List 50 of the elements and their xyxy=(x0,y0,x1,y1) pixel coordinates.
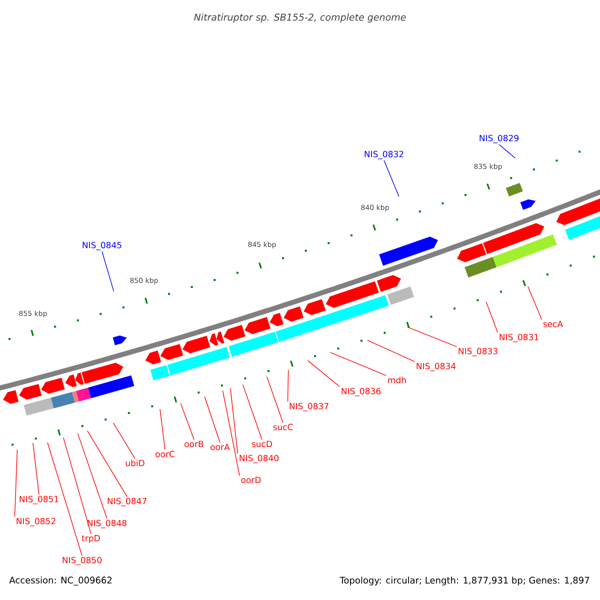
leader-line xyxy=(47,442,82,556)
gene-label: oorB xyxy=(184,440,204,448)
gene-label: NIS_0845 xyxy=(82,242,122,250)
leader-line xyxy=(330,352,387,376)
gene-label: trpD xyxy=(82,535,100,543)
leader-line xyxy=(266,376,284,423)
leader-line xyxy=(63,437,92,534)
gene-label: NIS_0850 xyxy=(62,556,102,566)
gene-label: NIS_0837 xyxy=(290,402,328,412)
gene-label: NIS_0851 xyxy=(20,496,58,504)
leader-line xyxy=(102,251,114,292)
leader-line xyxy=(498,144,516,158)
leader-line xyxy=(32,442,40,495)
gene-label: oorD xyxy=(241,476,261,484)
gene-label: NIS_0840 xyxy=(240,454,278,464)
gene-label: NIS_0829 xyxy=(480,134,518,144)
title: Nitratiruptor sp. SB155-2, complete genome xyxy=(194,13,406,23)
gene-label: sucC xyxy=(273,424,293,430)
leader-line xyxy=(180,403,194,440)
gene-label: oorC xyxy=(156,450,174,458)
leader-line xyxy=(222,390,240,476)
leader-line xyxy=(367,340,416,362)
leader-line xyxy=(14,449,18,517)
leader-line xyxy=(242,384,262,440)
gene-label: sucD xyxy=(252,440,272,448)
accession-text: Accession: NC_009662 xyxy=(9,576,112,586)
leader-line xyxy=(528,286,542,320)
leader-line xyxy=(160,408,166,450)
gene-label: NIS_0834 xyxy=(416,362,456,372)
leader-line xyxy=(307,360,340,387)
gene-label: oorA xyxy=(210,444,230,450)
gene-label: ubiD xyxy=(126,460,144,466)
leader-line xyxy=(204,396,220,443)
leader-line xyxy=(77,433,108,519)
leader-line xyxy=(112,422,136,459)
leader-line xyxy=(87,430,128,497)
leader-line xyxy=(384,160,400,197)
gene-label: NIS_0847 xyxy=(108,498,146,506)
leader-line xyxy=(407,326,458,347)
gene-label: secA xyxy=(543,320,563,328)
gene-label: mdh xyxy=(388,376,406,384)
gene-label: NIS_0832 xyxy=(364,150,404,160)
gene-label: NIS_0831 xyxy=(500,334,538,342)
leader-line xyxy=(287,370,289,402)
gene-label: NIS_0852 xyxy=(16,518,56,526)
leader-line xyxy=(230,388,238,454)
leader-line xyxy=(486,301,498,333)
genome-stats-text: Topology: circular; Length: 1,877,931 bp; Genes: 1,897 xyxy=(340,576,590,586)
gene-label: NIS_0836 xyxy=(342,388,381,396)
gene-label: NIS_0833 xyxy=(458,348,498,356)
